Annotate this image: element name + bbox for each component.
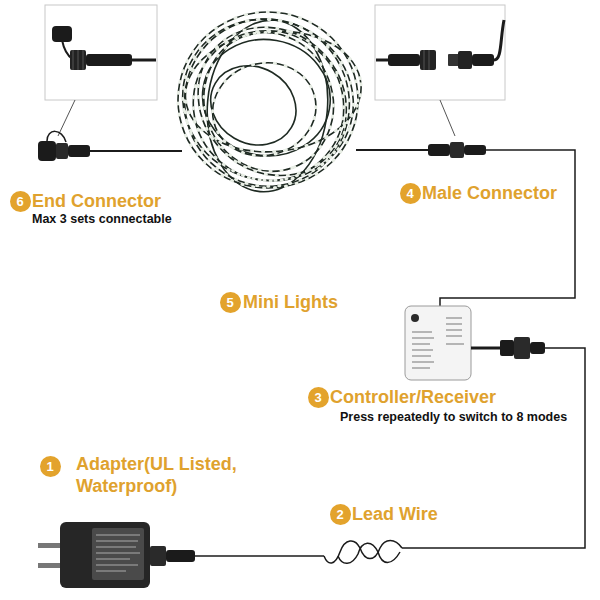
part-name: Male Connector — [422, 182, 557, 204]
note: Max 3 sets connectable — [32, 212, 172, 227]
part-name: End Connector — [32, 190, 161, 212]
callout-number: 6 — [16, 195, 23, 208]
callout-circle: 3 — [308, 387, 329, 408]
callout-circle: 4 — [400, 183, 421, 204]
callout-circle: 2 — [330, 504, 351, 525]
wire — [440, 150, 575, 306]
end-connector — [38, 131, 182, 161]
callout-number: 3 — [314, 391, 321, 404]
callout-number: 1 — [46, 460, 53, 473]
callout-number: 2 — [336, 508, 343, 521]
callout-circle: 1 — [40, 456, 61, 477]
callout-circle: 6 — [10, 191, 31, 212]
note: Press repeatedly to switch to 8 modes — [340, 410, 567, 425]
mini-lights-coil — [157, 0, 377, 213]
male-connector-inset — [375, 5, 505, 100]
callout-circle: 5 — [220, 292, 241, 313]
controller-box — [405, 306, 545, 380]
callout-number: 5 — [226, 296, 233, 309]
part-name: Mini Lights — [243, 291, 338, 313]
callout-number: 4 — [406, 187, 413, 200]
part-name: Controller/Receiver — [330, 386, 496, 408]
male-connector — [356, 142, 486, 158]
part-name: Adapter(UL Listed, Waterproof) — [76, 453, 261, 497]
part-name: Lead Wire — [352, 503, 438, 525]
adapter — [38, 522, 195, 588]
lead-wire — [195, 541, 402, 564]
end-connector-inset — [45, 5, 157, 100]
